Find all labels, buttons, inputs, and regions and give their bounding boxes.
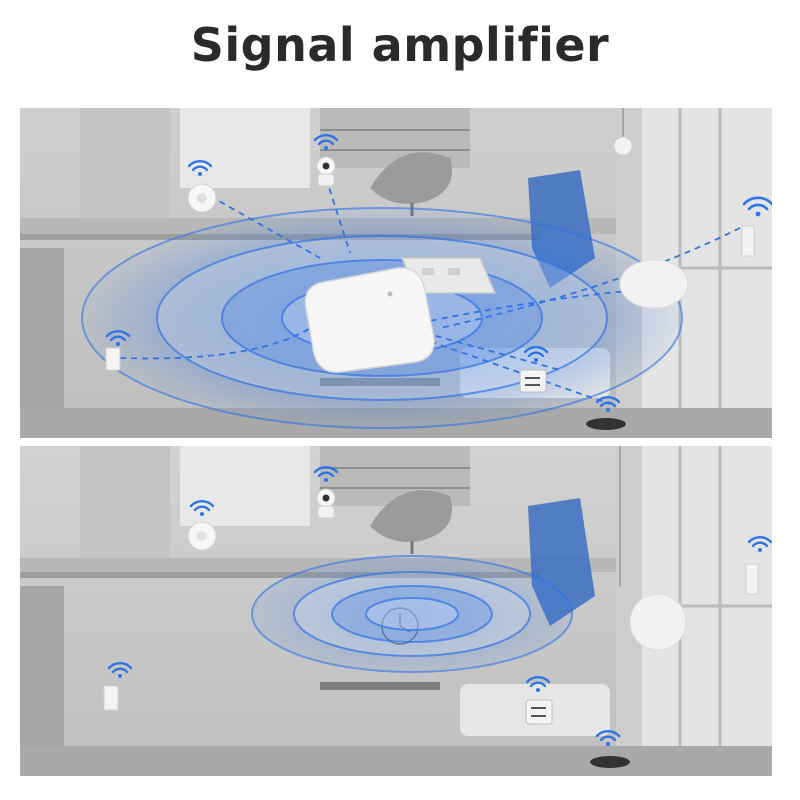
upper-window — [180, 108, 310, 188]
scene-with-amplifier — [20, 108, 772, 438]
upper-cabinet — [80, 446, 170, 558]
wifi-icon — [313, 466, 339, 482]
signal-rings — [251, 555, 573, 673]
door-sensor-right — [741, 225, 755, 257]
room-illustration — [20, 108, 772, 438]
wifi-icon — [313, 134, 339, 150]
page-title: Signal amplifier — [190, 18, 610, 72]
wifi-icon — [187, 160, 213, 176]
door — [20, 248, 64, 438]
wifi-icon — [525, 676, 551, 692]
led-indicator — [387, 291, 393, 297]
signal-ring-3 — [293, 571, 531, 657]
upper-cabinet — [80, 108, 170, 218]
upper-window — [180, 446, 310, 526]
door — [20, 586, 64, 776]
robot-vacuum — [590, 756, 630, 768]
wifi-icon — [595, 730, 621, 746]
wifi-icon — [189, 500, 215, 516]
smoke-sensor — [619, 259, 689, 309]
door-sensor-left — [105, 347, 121, 371]
door-sensor-left — [103, 685, 119, 711]
door-sensor-right — [745, 563, 759, 595]
wifi-icon — [747, 536, 772, 552]
dongle-body — [304, 267, 435, 373]
thermometer-hygrometer — [519, 369, 547, 393]
wifi-icon — [107, 662, 133, 678]
chair — [370, 152, 452, 204]
signal-ring-inner — [365, 597, 459, 631]
thermometer-hygrometer — [525, 699, 553, 725]
smoke-sensor — [629, 593, 687, 651]
wifi-icon — [595, 396, 621, 412]
wifi-icon — [105, 330, 131, 346]
wifi-icon — [742, 196, 772, 217]
wifi-icon — [523, 346, 549, 362]
dining-table — [320, 682, 440, 690]
usb-signal-amplifier — [304, 257, 497, 373]
floor — [20, 746, 772, 776]
pendant-lamp — [613, 136, 633, 156]
connection-lines — [119, 177, 741, 405]
robot-vacuum — [586, 418, 626, 430]
room-illustration — [20, 446, 772, 776]
signal-ring-2 — [331, 585, 493, 643]
signal-ring-outer — [251, 555, 573, 673]
scene-without-amplifier — [20, 446, 772, 776]
chair — [370, 490, 452, 542]
